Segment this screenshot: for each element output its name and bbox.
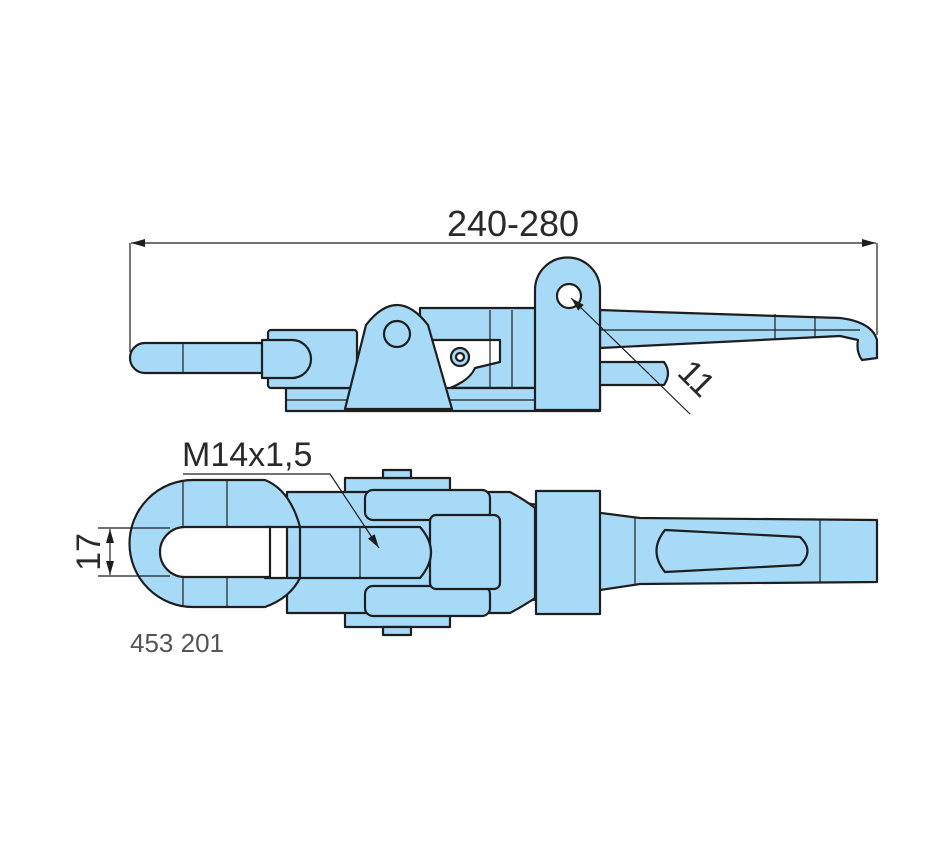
rivet-hole: [454, 351, 466, 363]
pivot-bracket: [343, 303, 454, 411]
pin-bottom: [381, 625, 413, 637]
thread-leader-line: [183, 473, 380, 549]
hole-leader-line: [570, 297, 691, 415]
fork-upper: [363, 488, 492, 522]
handle-lever: [598, 308, 879, 362]
thread-label: M14x1,5: [182, 436, 312, 474]
mounting-lug: [533, 256, 602, 412]
hole-diameter-label: 11: [670, 353, 722, 405]
length-dimension-label: 240-280: [447, 203, 579, 244]
mounting-block-top: [534, 489, 602, 616]
pin-top: [381, 468, 413, 480]
bolt-eye: [260, 338, 313, 380]
pivot-pin: [382, 319, 412, 349]
fork-lower: [363, 584, 492, 618]
lower-arm: [596, 360, 670, 387]
side-view: 240-280 11: [128, 203, 879, 415]
threaded-rod: [298, 525, 433, 580]
top-view: 17 M14x1,5 453 201: [70, 436, 879, 658]
eye-width-label: 17: [70, 533, 108, 571]
eye-slot: [158, 525, 272, 579]
handle-grip: [655, 528, 809, 574]
coupler: [428, 513, 502, 591]
part-number: 453 201: [130, 628, 224, 658]
